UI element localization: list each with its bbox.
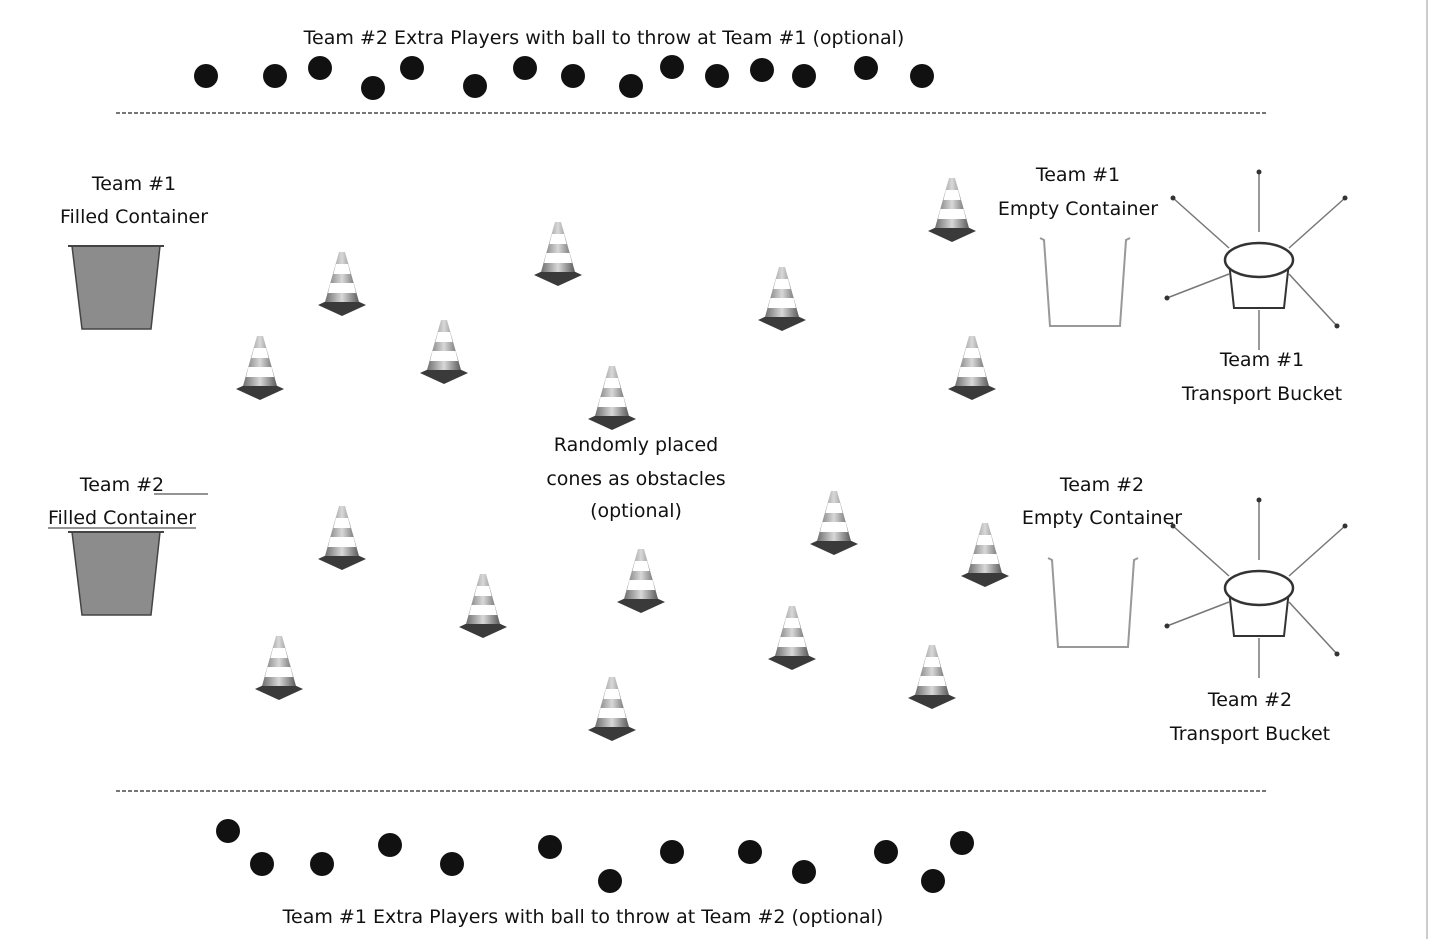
team2-bucket-label-line2: Transport Bucket bbox=[1169, 723, 1330, 745]
cone-icon bbox=[318, 252, 366, 316]
cone-icon bbox=[459, 574, 507, 638]
ball bbox=[194, 64, 218, 88]
cone-icon bbox=[768, 606, 816, 670]
team1-bucket-label-line1: Team #1 bbox=[1219, 349, 1304, 371]
team1-empty-container-icon bbox=[1039, 237, 1131, 327]
cone-icon bbox=[758, 267, 806, 331]
cone-icon bbox=[588, 677, 636, 741]
ball bbox=[950, 831, 974, 855]
cones-label-line3: (optional) bbox=[590, 500, 682, 522]
team2-empty-label-line1: Team #2 bbox=[1059, 474, 1144, 496]
ball bbox=[910, 64, 934, 88]
ball bbox=[738, 840, 762, 864]
cone-icon bbox=[948, 336, 996, 400]
ball bbox=[660, 840, 684, 864]
ball bbox=[660, 55, 684, 79]
cone-icon bbox=[255, 636, 303, 700]
ball bbox=[308, 56, 332, 80]
ball bbox=[792, 860, 816, 884]
cone-icon bbox=[588, 366, 636, 430]
ball bbox=[750, 58, 774, 82]
ball bbox=[216, 819, 240, 843]
top-row-label: Team #2 Extra Players with ball to throw… bbox=[303, 27, 905, 49]
team2-bucket-label-line1: Team #2 bbox=[1207, 689, 1292, 711]
team2-transport-bucket-icon bbox=[1164, 497, 1348, 678]
team1-filled-container-icon bbox=[68, 245, 164, 330]
team2-empty-label-line2: Empty Container bbox=[1022, 507, 1182, 529]
ball bbox=[619, 74, 643, 98]
cone-icon bbox=[318, 506, 366, 570]
ball bbox=[598, 869, 622, 893]
cones-label-line2: cones as obstacles bbox=[546, 468, 725, 490]
ball bbox=[310, 852, 334, 876]
ball bbox=[538, 835, 562, 859]
ball bbox=[921, 869, 945, 893]
ball bbox=[463, 74, 487, 98]
ball bbox=[874, 840, 898, 864]
bottom-row-label: Team #1 Extra Players with ball to throw… bbox=[282, 906, 884, 928]
team1-filled-label-line2: Filled Container bbox=[60, 206, 208, 228]
team2-empty-container-icon bbox=[1047, 557, 1139, 648]
ball bbox=[561, 64, 585, 88]
team1-bucket-label-line2: Transport Bucket bbox=[1181, 383, 1342, 405]
cone-icon bbox=[617, 549, 665, 613]
bottom-ball-row bbox=[216, 819, 974, 893]
cone-icon bbox=[420, 320, 468, 384]
cones-label-line1: Randomly placed bbox=[554, 434, 718, 456]
team1-filled-label-line1: Team #1 bbox=[91, 173, 176, 195]
team1-empty-label-line1: Team #1 bbox=[1035, 164, 1120, 186]
ball bbox=[361, 76, 385, 100]
ball bbox=[263, 64, 287, 88]
cones-group bbox=[236, 178, 1009, 741]
ball bbox=[854, 56, 878, 80]
cone-icon bbox=[928, 178, 976, 242]
team2-filled-label-line1: Team #2 bbox=[79, 474, 164, 496]
ball bbox=[378, 833, 402, 857]
team2-filled-container-icon bbox=[68, 531, 164, 616]
cone-icon bbox=[236, 336, 284, 400]
team1-empty-label-line2: Empty Container bbox=[998, 198, 1158, 220]
team1-transport-bucket-icon bbox=[1164, 169, 1348, 350]
ball bbox=[400, 56, 424, 80]
cone-icon bbox=[961, 523, 1009, 587]
team2-filled-label-line2: Filled Container bbox=[48, 507, 196, 529]
ball bbox=[513, 56, 537, 80]
ball bbox=[705, 64, 729, 88]
ball bbox=[250, 852, 274, 876]
cone-icon bbox=[534, 222, 582, 286]
top-ball-row bbox=[194, 55, 934, 100]
ball bbox=[440, 852, 464, 876]
cone-icon bbox=[908, 645, 956, 709]
ball bbox=[792, 64, 816, 88]
cone-icon bbox=[810, 491, 858, 555]
